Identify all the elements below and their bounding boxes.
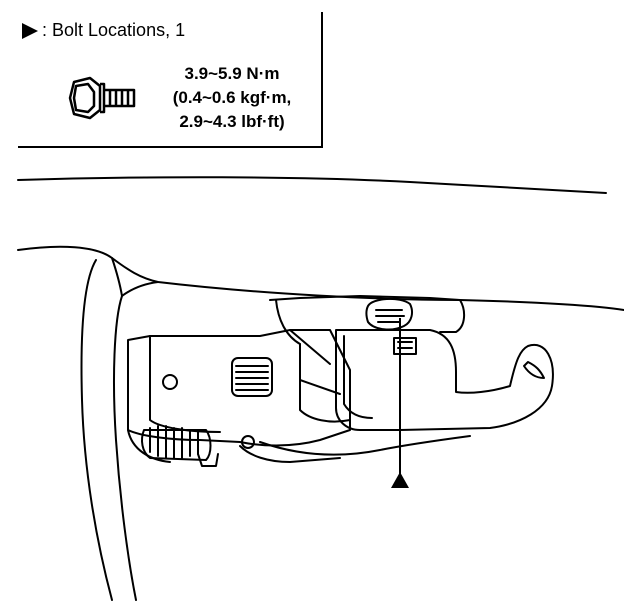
mounting-bolt — [365, 298, 413, 331]
trim-panel-inner-curve-2 — [113, 295, 137, 601]
torque-line-kgfm: (0.4~0.6 kgf·m, — [172, 88, 292, 107]
triangle-marker-icon — [22, 22, 38, 39]
legend-title-text: : Bolt Locations, 1 — [42, 20, 186, 40]
inside-handle-lever — [335, 329, 554, 431]
handle-bracket — [127, 329, 351, 447]
panel-top-edge — [17, 176, 607, 194]
trim-panel-inner-curve — [80, 259, 113, 601]
legend-title: : Bolt Locations, 1 — [22, 20, 185, 41]
torque-spec: 3.9~5.9 N·m (0.4~0.6 kgf·m, 2.9~4.3 lbf·… — [152, 62, 312, 134]
flange-bolt-icon — [68, 76, 136, 120]
trim-panel-outline — [17, 245, 624, 311]
torque-line-lbfft: 2.9~4.3 lbf·ft) — [179, 112, 285, 131]
triangle-pointer-icon — [391, 472, 409, 488]
torque-line-nm: 3.9~5.9 N·m — [184, 64, 280, 83]
bolt-legend-box: : Bolt Locations, 1 3.9~5.9 N·m (0.4~0.6… — [18, 12, 323, 148]
